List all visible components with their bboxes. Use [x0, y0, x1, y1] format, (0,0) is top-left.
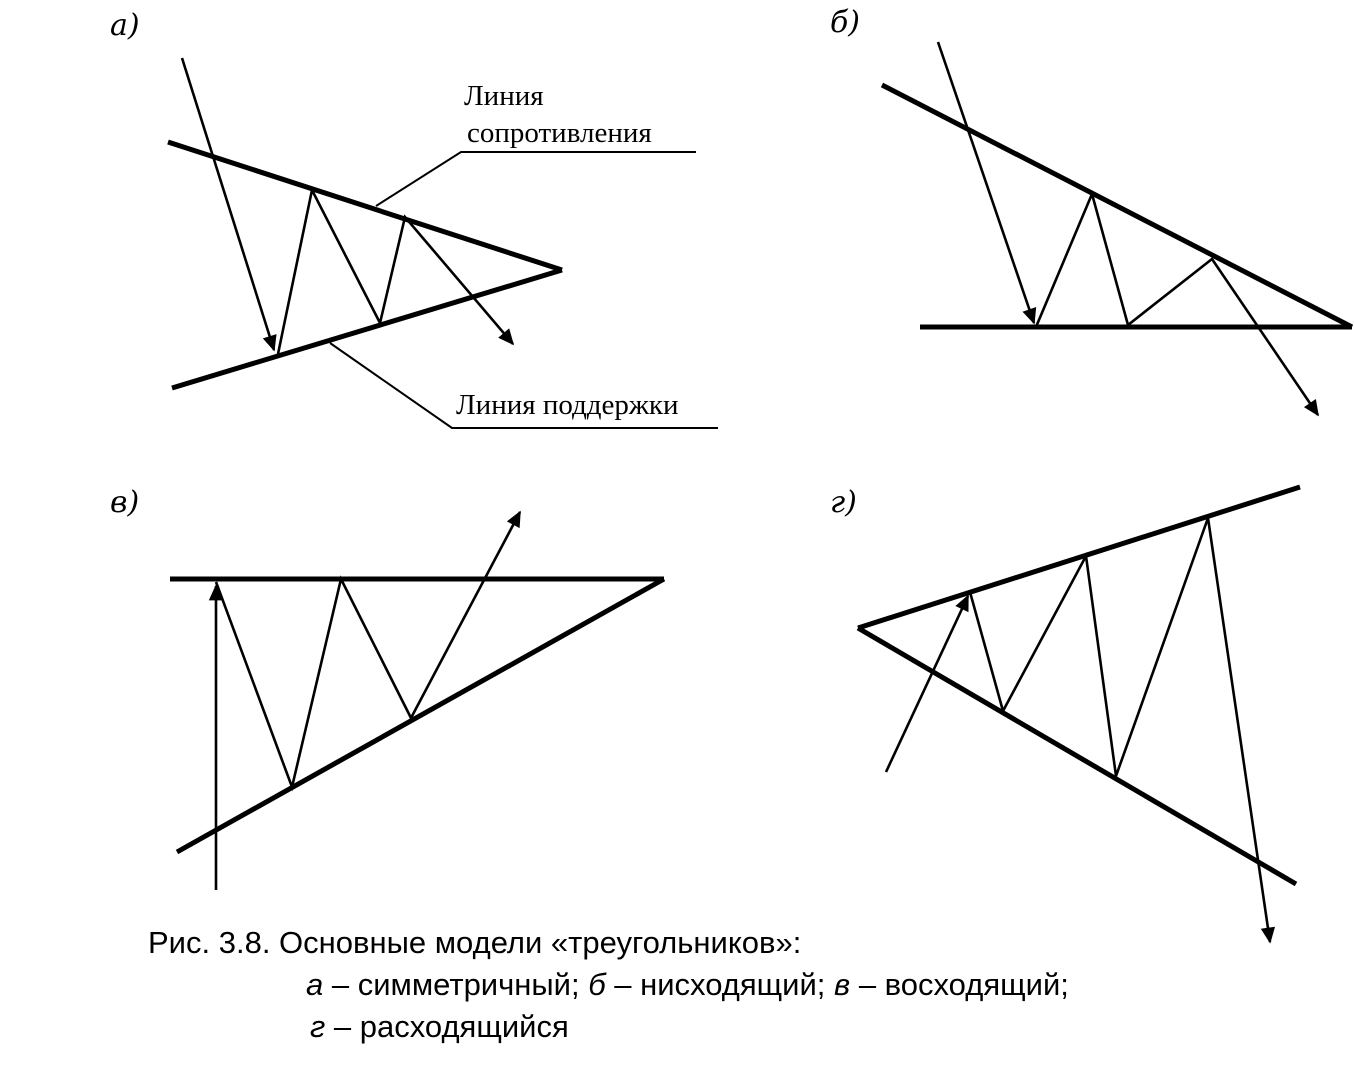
- caption-a-text: – симметричный;: [323, 967, 589, 1002]
- resistance-line: [167, 139, 563, 273]
- panel-g-label: г): [830, 485, 857, 520]
- entry-arrow: [180, 57, 277, 352]
- support-line: [175, 576, 666, 855]
- resistance-line: [857, 484, 1301, 631]
- panel-g-broadening: г): [830, 484, 1301, 944]
- caption-b-letter: б: [588, 967, 606, 1002]
- resistance-label-line1: Линия: [464, 80, 544, 112]
- support-line: [856, 625, 1298, 887]
- panel-b-label: б): [830, 5, 860, 40]
- resistance-line: [880, 82, 1354, 330]
- caption-v-letter: в: [834, 967, 851, 1002]
- figure-caption: Рис. 3.8. Основные модели «треугольников…: [148, 922, 1069, 1048]
- resistance-label-line2: сопротивления: [467, 117, 652, 149]
- caption-title: Рис. 3.8. Основные модели «треугольников…: [148, 925, 802, 960]
- caption-g-letter: г: [310, 1009, 326, 1044]
- panel-v-ascending: в): [110, 485, 666, 890]
- caption-g-text: – расходящийся: [325, 1009, 569, 1044]
- support-line: [171, 267, 563, 391]
- price-zigzag: [214, 510, 522, 792]
- panel-a-label: а): [110, 8, 140, 43]
- caption-b-text: – нисходящий;: [605, 967, 835, 1002]
- panel-a-symmetric: а) Линия сопротивления Линия поддержки: [110, 8, 718, 429]
- price-zigzag: [1034, 190, 1320, 417]
- entry-arrow: [936, 41, 1037, 325]
- caption-line-3: г – расходящийся: [148, 1006, 1069, 1048]
- entry-arrow: [884, 594, 970, 773]
- caption-line-2: а – симметричный; б – нисходящий; в – во…: [148, 964, 1069, 1006]
- price-zigzag: [276, 186, 515, 355]
- panel-v-label: в): [110, 485, 139, 520]
- support-leader-line: [329, 342, 718, 429]
- caption-v-text: – восходящий;: [850, 967, 1069, 1002]
- caption-a-letter: а: [306, 967, 324, 1002]
- panel-b-descending: б): [830, 5, 1354, 417]
- price-zigzag: [968, 517, 1276, 944]
- resistance-leader-line: [375, 151, 696, 207]
- support-label: Линия поддержки: [456, 389, 679, 421]
